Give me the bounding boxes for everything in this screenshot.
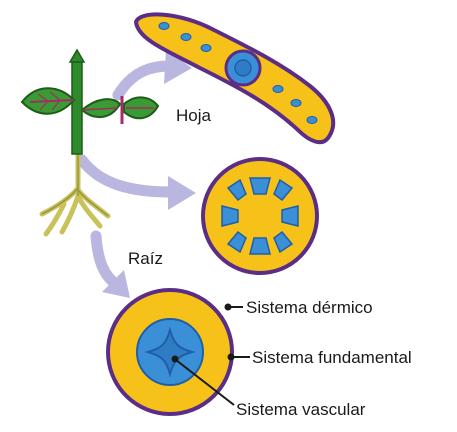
ground-system-label: Sistema fundamental <box>252 348 412 367</box>
arrow-to-root-icon <box>96 236 130 298</box>
vascular-system-label: Sistema vascular <box>236 400 366 419</box>
leaf-label: Hoja <box>176 106 212 125</box>
root-cross-section-icon <box>108 290 232 414</box>
arrow-to-stem-icon <box>82 160 196 210</box>
dermal-system-label: Sistema dérmico <box>246 298 373 317</box>
root-label: Raíz <box>128 249 163 268</box>
stem-cross-section-icon <box>203 159 317 273</box>
